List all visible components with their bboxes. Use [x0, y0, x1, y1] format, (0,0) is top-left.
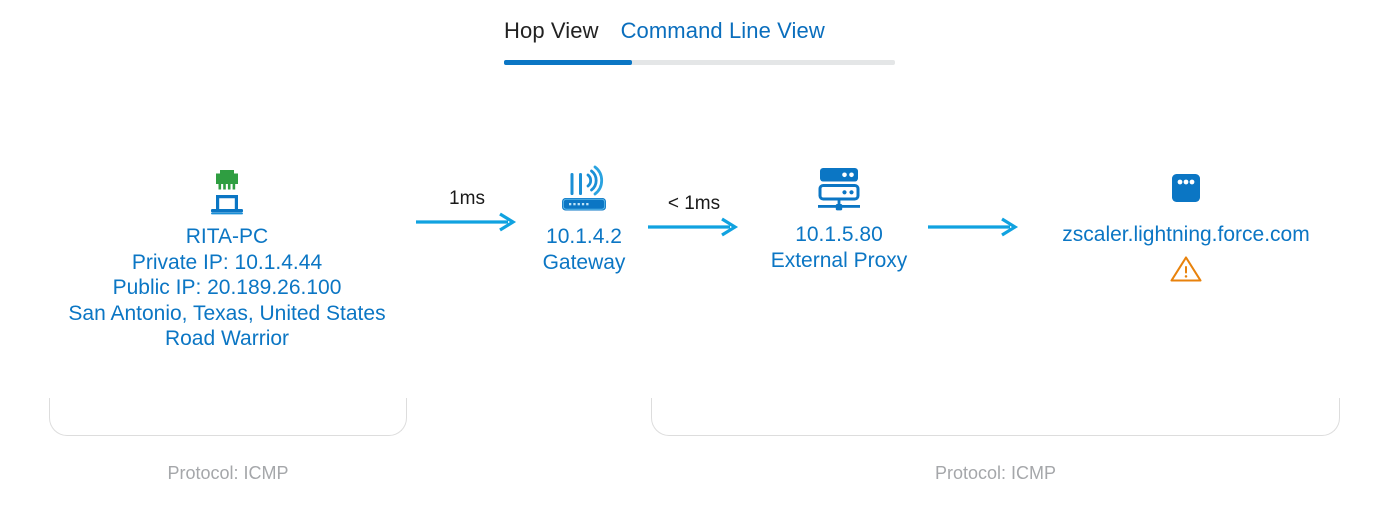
node-gateway-role: Gateway [542, 250, 626, 274]
hop-3 [928, 193, 1020, 237]
node-source-labels: RITA-PC Private IP: 10.1.4.44 Public IP:… [66, 224, 388, 352]
bracket-left [49, 398, 407, 436]
node-gateway-labels: 10.1.4.2 Gateway [504, 224, 664, 275]
laptop-ethernet-icon [66, 162, 388, 220]
node-destination-labels: zscaler.lightning.force.com [1026, 222, 1346, 248]
bracket-left-caption: Protocol: ICMP [167, 463, 289, 483]
hop-2: < 1ms [648, 193, 740, 237]
bracket-right [651, 398, 1340, 436]
node-external-proxy[interactable]: 10.1.5.80 External Proxy [758, 160, 920, 273]
tab-underline-active [504, 60, 632, 65]
node-source[interactable]: RITA-PC Private IP: 10.1.4.44 Public IP:… [66, 162, 388, 352]
node-external-proxy-role: External Proxy [770, 248, 908, 272]
view-tabs: Hop View Command Line View [504, 18, 825, 60]
node-gateway-ip: 10.1.4.2 [546, 225, 622, 248]
node-destination-hostname: zscaler.lightning.force.com [1062, 223, 1310, 246]
hop-2-latency: < 1ms [667, 193, 721, 214]
hop-1-latency: 1ms [449, 188, 485, 209]
node-source-private-ip: Private IP: 10.1.4.44 [131, 250, 323, 274]
node-destination[interactable]: zscaler.lightning.force.com [1026, 160, 1346, 284]
browser-window-icon [1026, 160, 1346, 218]
node-source-profile: Road Warrior [164, 327, 290, 350]
node-gateway[interactable]: 10.1.4.2 Gateway [504, 162, 664, 275]
server-stack-icon [758, 160, 920, 218]
hop-1-arrow [416, 212, 517, 232]
node-external-proxy-labels: 10.1.5.80 External Proxy [758, 222, 920, 273]
tab-hop-view[interactable]: Hop View [504, 18, 599, 43]
wifi-router-icon [504, 162, 664, 220]
node-source-location: San Antonio, Texas, United States [68, 301, 386, 325]
hop-3-arrow [928, 217, 1019, 237]
node-source-hostname: RITA-PC [185, 225, 269, 248]
tab-command-line-view[interactable]: Command Line View [620, 18, 825, 43]
bracket-right-caption: Protocol: ICMP [934, 463, 1057, 483]
hop-2-arrow [648, 217, 739, 237]
node-external-proxy-ip: 10.1.5.80 [795, 223, 883, 246]
node-source-public-ip: Public IP: 20.189.26.100 [112, 276, 342, 299]
tab-underline-track [504, 60, 895, 65]
hop-1: 1ms [416, 188, 518, 232]
warning-triangle-icon[interactable] [1026, 254, 1346, 284]
